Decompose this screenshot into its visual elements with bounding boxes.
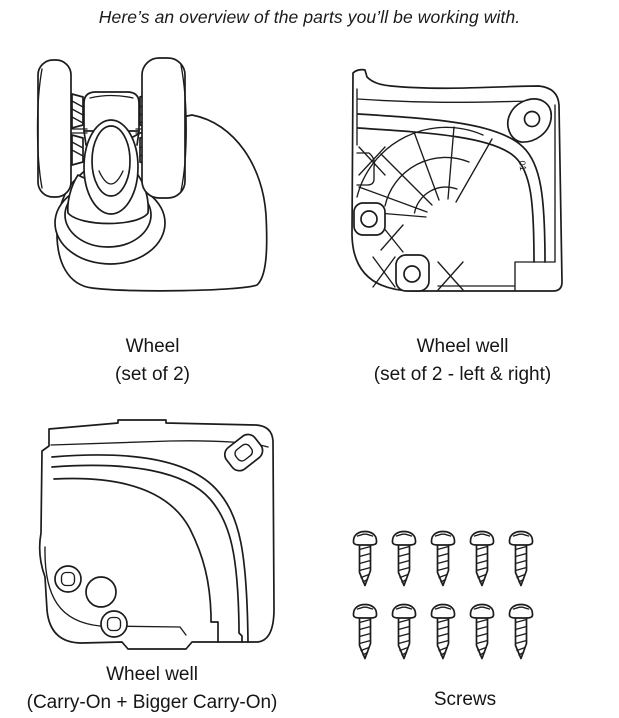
mount-slot	[223, 433, 264, 472]
part-name: Screws	[433, 689, 497, 710]
screw-hole-icon	[360, 210, 378, 228]
screw-illustration	[391, 603, 417, 660]
screw-hole-icon	[54, 565, 82, 593]
part-subtitle: (Carry-On + Bigger Carry-On)	[26, 692, 278, 713]
screw-tab	[507, 98, 552, 143]
screw-illustration	[469, 530, 495, 587]
screws-illustration	[352, 530, 534, 660]
part-name: Wheel well	[416, 336, 509, 357]
screw-illustration	[352, 603, 378, 660]
wheel-fork	[83, 91, 140, 132]
right-wheel	[141, 57, 186, 199]
wheel-well-smooth-illustration	[38, 419, 275, 650]
rib-lattice	[358, 146, 464, 291]
wheel-well-ribbed-illustration: 01	[351, 68, 563, 292]
screw-illustration	[469, 603, 495, 660]
wheel-illustration	[36, 57, 268, 292]
screw-illustration	[508, 530, 534, 587]
screws-group	[352, 530, 534, 660]
screw-illustration	[430, 530, 456, 587]
page-title: Here’s an overview of the parts you’ll b…	[98, 7, 521, 27]
part-wheel-caption: Wheel (set of 2)	[20, 333, 285, 389]
part-wheel-well-carryon-caption: Wheel well (Carry-On + Bigger Carry-On)	[18, 661, 286, 717]
part-subtitle: (set of 2)	[115, 364, 190, 385]
screw-hole-icon	[403, 265, 421, 283]
screw-illustration	[508, 603, 534, 660]
part-wheel-well-lr-caption: Wheel well (set of 2 - left & right)	[330, 333, 595, 389]
part-name: Wheel	[125, 336, 180, 357]
screw-illustration	[352, 530, 378, 587]
left-wheel	[37, 59, 72, 198]
rib-spokes	[353, 126, 493, 218]
screw-hole-icon	[100, 610, 128, 638]
part-subtitle: (set of 2 - left & right)	[373, 364, 552, 385]
screw-illustration	[391, 530, 417, 587]
part-name: Wheel well	[106, 664, 198, 685]
part-marking: 01	[517, 160, 528, 171]
round-hole-icon	[85, 576, 117, 608]
part-screws-caption: Screws	[350, 686, 580, 714]
screw-illustration	[430, 603, 456, 660]
screw-hole-icon	[523, 110, 541, 128]
